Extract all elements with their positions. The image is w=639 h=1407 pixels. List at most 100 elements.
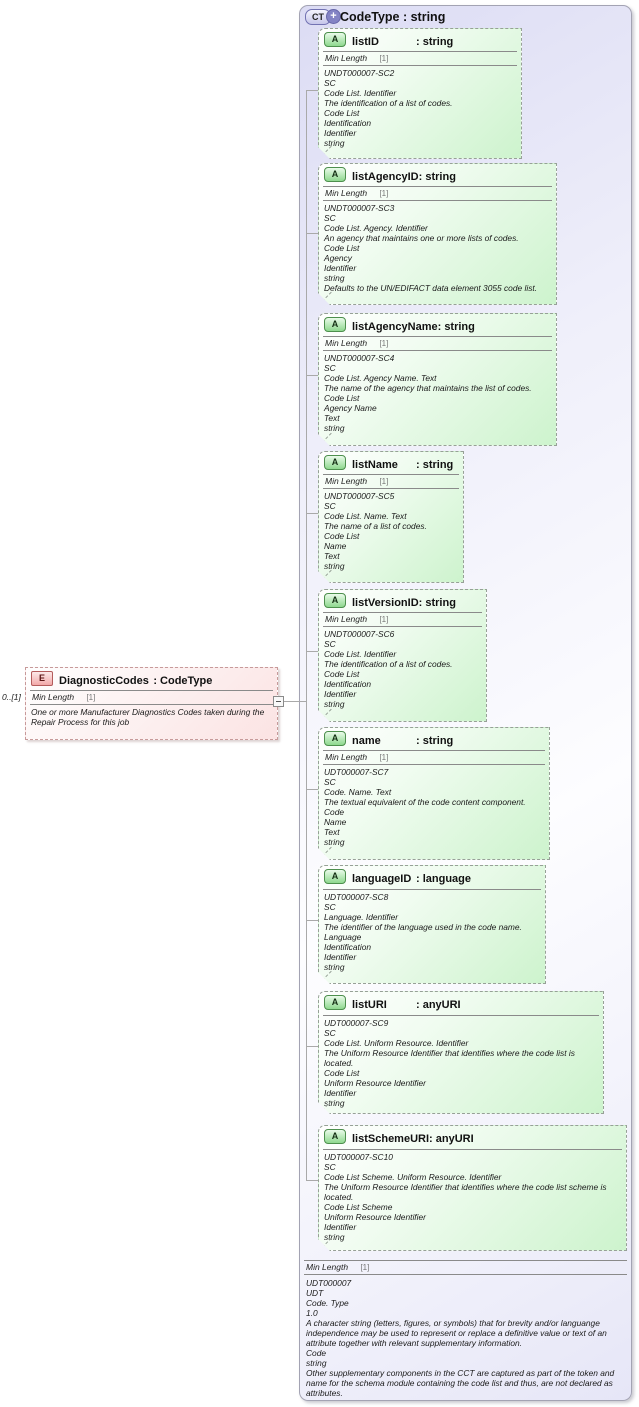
attribute-icon: A	[324, 167, 346, 182]
connector-stub	[306, 90, 318, 91]
attribute-name: listID	[352, 36, 379, 48]
attribute-type: : string	[437, 321, 475, 333]
element-icon: E	[31, 671, 53, 686]
connector-stub	[306, 1046, 318, 1047]
facet-value: [1]	[379, 615, 389, 624]
attribute-icon: A	[324, 1129, 346, 1144]
complextype-facet-row: Min Length [1]	[304, 1260, 627, 1275]
attribute-facet-row: Min Length [1]	[323, 474, 459, 489]
cardinality-label: 0..[1]	[2, 692, 21, 702]
attribute-icon: A	[324, 731, 346, 746]
attribute-facet-row: Min Length [1]	[323, 612, 482, 627]
attribute-name: listName	[352, 459, 398, 471]
connector-stub	[306, 789, 318, 790]
facet-label: Min Length	[325, 614, 368, 624]
element-type: : CodeType	[153, 675, 213, 687]
attribute-name: listURI	[352, 999, 387, 1011]
facet-value: [1]	[379, 753, 389, 762]
element-name: DiagnosticCodes	[59, 675, 149, 687]
facet-label: Min Length	[325, 188, 368, 198]
facet-label: Min Length	[325, 752, 368, 762]
collapse-toggle-icon[interactable]	[273, 696, 284, 707]
facet-value: [1]	[379, 339, 389, 348]
attribute-icon: A	[324, 455, 346, 470]
attribute-type: : anyURI	[429, 1133, 474, 1145]
attribute-facet-row: Min Length [1]	[323, 51, 517, 66]
separator	[323, 1149, 622, 1150]
attribute-type: : string	[416, 459, 454, 471]
attribute-type: : string	[418, 597, 456, 609]
element-facet-row: Min Length [1]	[30, 690, 273, 705]
plus-icon: +	[326, 9, 341, 24]
attribute-type: : string	[418, 171, 456, 183]
attribute-icon: A	[324, 593, 346, 608]
facet-value: [1]	[86, 693, 96, 702]
facet-value: [1]	[379, 189, 389, 198]
attribute-facet-row: Min Length [1]	[323, 750, 545, 765]
facet-value: [1]	[379, 477, 389, 486]
attribute-type: : string	[416, 36, 454, 48]
attribute-type: : language	[416, 873, 472, 885]
attribute-facet-row: Min Length [1]	[323, 186, 552, 201]
connector-line	[276, 701, 307, 702]
connector-stub	[306, 233, 318, 234]
connector-stub	[306, 920, 318, 921]
connector-trunk	[306, 90, 307, 1181]
separator	[323, 889, 541, 890]
connector-stub	[306, 375, 318, 376]
facet-value: [1]	[379, 54, 389, 63]
attribute-icon: A	[324, 995, 346, 1010]
facet-label: Min Length	[306, 1262, 349, 1272]
attribute-name: name	[352, 735, 381, 747]
element-title: E DiagnosticCodes : CodeType	[26, 668, 277, 688]
attribute-type: : anyURI	[416, 999, 461, 1011]
facet-value: [1]	[360, 1263, 370, 1272]
attribute-icon: A	[324, 32, 346, 47]
connector-stub	[306, 1180, 318, 1181]
attribute-facet-row: Min Length [1]	[323, 336, 552, 351]
attribute-icon: A	[324, 317, 346, 332]
attribute-name: listVersionID	[352, 597, 419, 609]
complextype-title: CodeType : string	[340, 10, 446, 24]
attribute-name: languageID	[352, 873, 412, 885]
separator	[323, 1015, 599, 1016]
connector-stub	[306, 651, 318, 652]
attribute-name: listSchemeURI	[352, 1133, 430, 1145]
facet-label: Min Length	[325, 53, 368, 63]
connector-stub	[306, 513, 318, 514]
element-annotation: One or more Manufacturer Diagnostics Cod…	[31, 707, 265, 727]
facet-label: Min Length	[32, 692, 75, 702]
attribute-name: listAgencyID	[352, 171, 419, 183]
attribute-name: listAgencyName	[352, 321, 438, 333]
attribute-icon: A	[324, 869, 346, 884]
facet-label: Min Length	[325, 476, 368, 486]
